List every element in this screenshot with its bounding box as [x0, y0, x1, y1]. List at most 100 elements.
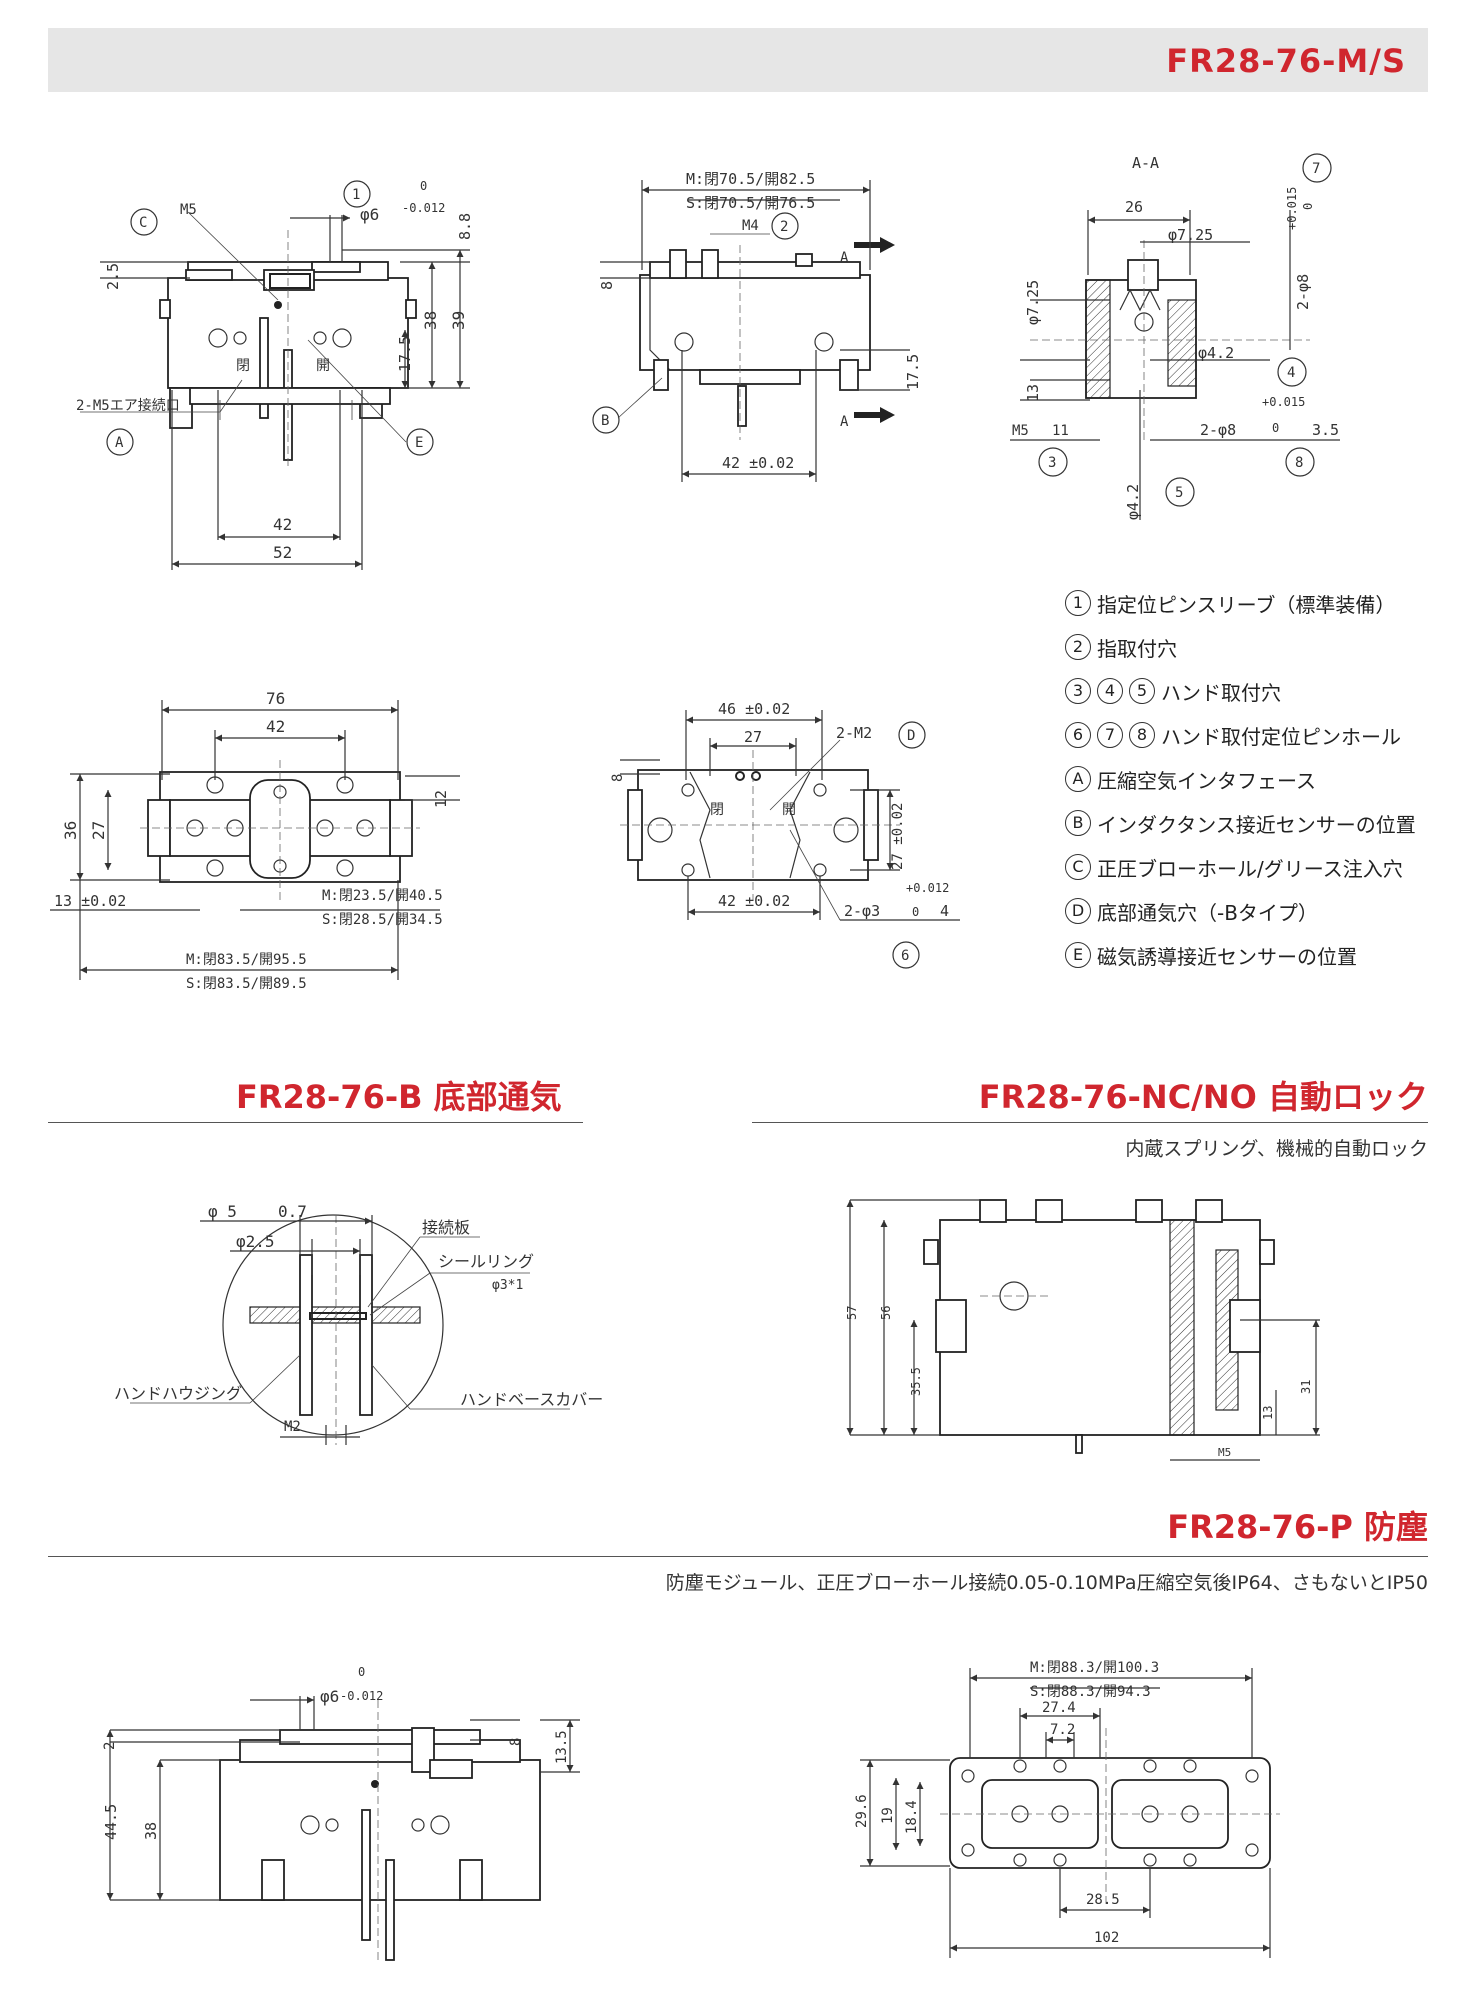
side-callout-2: 2 — [780, 219, 788, 235]
legend-row-7: C 正圧ブローホール/グリース注入穴 — [1065, 852, 1403, 882]
side-screw-2 — [701, 249, 719, 279]
lock-top-boss-4 — [1195, 1199, 1223, 1223]
rule-dustproof — [48, 1556, 1428, 1557]
section-hatch-right — [1167, 299, 1197, 387]
dust-top-plate — [279, 1729, 481, 1745]
dust-top-dim-7-2: 7.2 — [1050, 1722, 1075, 1738]
section-pin-top — [1127, 259, 1159, 291]
bottom-dim-42: 42 ±0.02 — [718, 892, 790, 910]
lock-dim-31: 31 — [1299, 1380, 1313, 1394]
legend-mark: 3 — [1065, 678, 1091, 704]
legend-row-9: E 磁気誘導接近センサーの位置 — [1065, 940, 1357, 970]
top-dim-s-jaw: S:閉28.5/開34.5 — [322, 912, 443, 928]
side-dim-s: S:閉70.5/開76.5 — [686, 194, 815, 212]
side-body — [639, 274, 871, 371]
dust-top-dim-18-4: 18.4 — [904, 1800, 920, 1834]
rule-auto-lock — [752, 1122, 1428, 1123]
bottom-label-close: 閉 — [710, 802, 724, 818]
vent-detail-drawing: φ 5 0.7 φ2.5 M2 接続板 シールリング φ3*1 ハンドハウジング… — [114, 1202, 603, 1445]
front-dim-38: 38 — [421, 311, 440, 330]
side-fitting-right — [839, 359, 859, 391]
front-dim-8-8: 2.5 — [104, 263, 122, 290]
legend-mark: 4 — [1097, 678, 1123, 704]
legend-mark: B — [1065, 810, 1091, 836]
detail-dim-0-7: 0.7 — [278, 1202, 307, 1221]
bottom-view-drawing: 閉 開 46 ±0.02 27 8 27 ±0.02 42 ±0.02 2-φ3… — [610, 700, 960, 969]
bottom-dim-8: 8 — [610, 774, 626, 782]
bottom-tol-zero: 0 — [912, 905, 919, 919]
lock-dim-35-5: 35.5 — [909, 1367, 923, 1396]
side-callout-b: B — [601, 413, 609, 429]
section-arrow-bottom — [854, 407, 895, 423]
side-label-a-bottom: A — [840, 414, 849, 430]
section-dim-phi7-25: φ7.25 — [1168, 226, 1213, 244]
section-arrow-top — [854, 237, 895, 253]
front-hole-2 — [233, 331, 247, 345]
front-hole-1 — [208, 328, 228, 348]
legend-row-1: 1 指定位ピンスリーブ（標準装備） — [1065, 588, 1395, 618]
legend-text: 圧縮空気インタフェース — [1097, 768, 1316, 793]
detail-plate-hatch — [249, 1306, 421, 1324]
dust-finger-2 — [385, 1859, 395, 1961]
section-dim-phi4-2: φ4.2 — [1198, 344, 1234, 362]
top-dim-12: 12 — [432, 790, 450, 808]
lock-hatch-1 — [1169, 1219, 1195, 1436]
detail-dim-phi5: φ 5 — [208, 1202, 237, 1221]
section-thread — [1119, 288, 1161, 312]
front-dim-39: 39 — [449, 311, 468, 330]
dust-tol-neg: -0.012 — [340, 1689, 383, 1703]
bottom-dim-27-tol: 27 ±0.02 — [890, 803, 906, 870]
lock-top-boss-3 — [1135, 1199, 1163, 1223]
lock-side-port-left — [923, 1239, 939, 1265]
side-boss — [795, 253, 813, 267]
side-dim-m: M:閉70.5/開82.5 — [686, 170, 815, 188]
legend-text: ハンド取付穴 — [1161, 680, 1281, 705]
front-hole-4 — [313, 331, 327, 345]
section-tol-plus: +0.015 — [1285, 187, 1299, 230]
front-callout-1: 1 — [352, 187, 360, 203]
dust-finger-1 — [361, 1809, 371, 1941]
section-callout-4: 4 — [1287, 365, 1295, 381]
legend-row-3: 3 4 5 ハンド取付穴 — [1065, 676, 1281, 706]
section-dim-2-phi8-b: 2-φ8 — [1200, 421, 1236, 439]
bottom-callout-6: 6 — [901, 948, 909, 964]
section-aa-label: A-A — [1132, 154, 1159, 172]
front-dim-52: 52 — [273, 543, 292, 562]
legend-mark: 7 — [1097, 722, 1123, 748]
dust-top-drawing: M:閉88.3/開100.3 S:閉88.3/開94.3 27.4 7.2 29… — [854, 1660, 1280, 1958]
front-dim-phi6: φ6 — [360, 205, 379, 224]
detail-wall-right — [359, 1254, 373, 1416]
legend-mark: 2 — [1065, 634, 1091, 660]
front-label-open: 開 — [316, 358, 330, 374]
bottom-label-2-m2: 2-M2 — [836, 724, 872, 742]
front-label-m5: M5 — [180, 202, 197, 218]
front-top-boss-left — [185, 269, 233, 281]
side-dim-42: 42 ±0.02 — [722, 454, 794, 472]
side-view-drawing: A A M:閉70.5/開82.5 S:閉70.5/開76.5 42 ±0.02… — [592, 170, 922, 482]
lock-top-boss-1 — [979, 1199, 1007, 1223]
dust-fitting-right — [459, 1859, 483, 1901]
front-tol-neg: -0.012 — [402, 201, 445, 215]
dust-top-dim-28-5: 28.5 — [1086, 1892, 1120, 1908]
side-dim-17-5: 17.5 — [904, 354, 922, 390]
top-dim-13: 13 ±0.02 — [54, 892, 126, 910]
legend-row-8: D 底部通気穴（-Bタイプ） — [1065, 896, 1318, 926]
front-callout-a: A — [115, 435, 124, 451]
front-top-boss-right — [311, 261, 361, 273]
bottom-tol-plus: +0.012 — [906, 881, 949, 895]
dust-top-dim-m: M:閉88.3/開100.3 — [1030, 1660, 1159, 1676]
section-callout-5: 5 — [1175, 485, 1183, 501]
dust-dim-38: 38 — [142, 1822, 160, 1840]
detail-label-phi3: φ3*1 — [492, 1278, 523, 1293]
dust-pin-sleeve — [411, 1727, 435, 1773]
dust-dim-13-5: 13.5 — [554, 1730, 570, 1764]
legend-mark: A — [1065, 766, 1091, 792]
legend-row-5: A 圧縮空気インタフェース — [1065, 764, 1316, 794]
legend-text: ハンド取付定位ピンホール — [1161, 724, 1401, 749]
section-tol-zero: 0 — [1301, 203, 1315, 210]
legend-mark: D — [1065, 898, 1091, 924]
legend-row-6: B インダクタンス接近センサーの位置 — [1065, 808, 1416, 838]
dust-dim-phi6: φ6 — [320, 1687, 339, 1706]
top-view-drawing: 76 42 36 27 12 13 ±0.02 M:閉23.5/開40.5 S:… — [50, 689, 460, 992]
legend-text: 正圧ブローホール/グリース注入穴 — [1097, 856, 1403, 881]
